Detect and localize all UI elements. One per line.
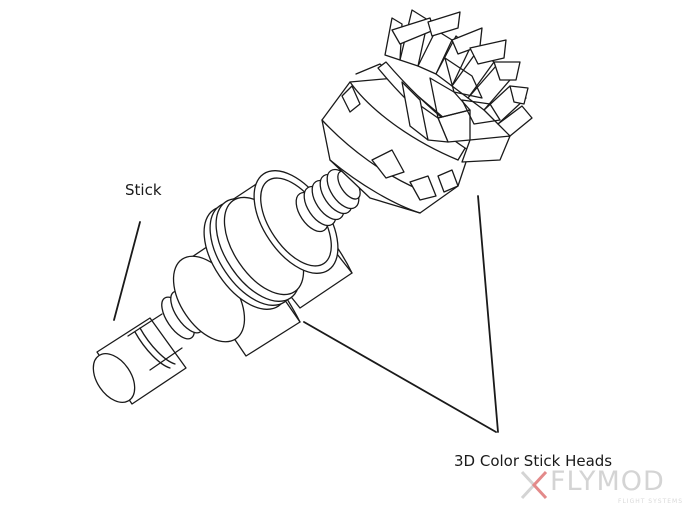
stick-part — [92, 168, 361, 405]
stick-end-cap — [92, 353, 136, 403]
stick-heads-label: 3D Color Stick Heads — [454, 452, 613, 470]
watermark-logo: FLYMOD FLIGHT SYSTEMS — [520, 466, 690, 506]
heads-leader-line-2 — [477, 195, 499, 433]
stick-label: Stick — [125, 181, 162, 199]
head-spikes — [384, 9, 533, 163]
stick-leader-line — [113, 221, 141, 321]
watermark-brand: FLYMOD — [550, 466, 665, 497]
heads-leader-line-1 — [303, 321, 497, 433]
leader-lines — [113, 195, 499, 433]
stick-threaded-stub — [295, 168, 361, 233]
flymod-x-icon — [520, 470, 548, 500]
watermark-tagline: FLIGHT SYSTEMS — [618, 498, 684, 505]
stick-head-part — [321, 9, 533, 214]
